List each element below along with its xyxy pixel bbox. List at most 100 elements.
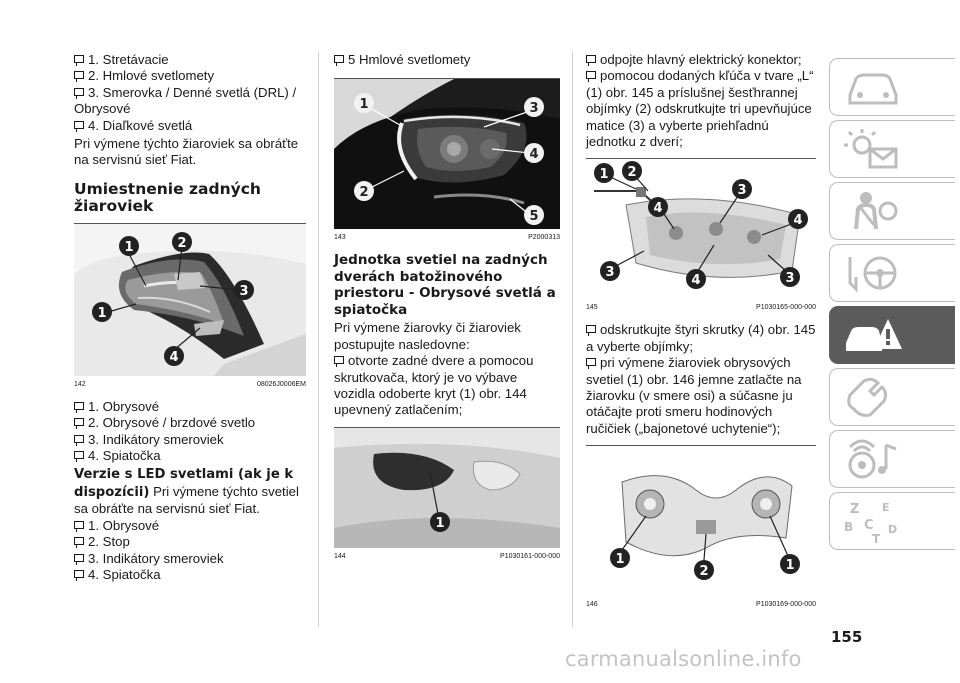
page-number: 155 (831, 628, 863, 646)
column-divider (318, 52, 319, 627)
bulb-bullet-icon (334, 55, 344, 66)
figure-code: P1030165-000-000 (756, 304, 816, 312)
multimedia-music-icon (848, 439, 897, 479)
list-item: 3. Indikátory smeroviek (74, 432, 306, 448)
figure-callouts: 1 2 3 1 4 (92, 231, 254, 366)
figure-142: 1 2 3 1 4 (74, 222, 306, 376)
tab-emergency[interactable] (829, 306, 955, 364)
column-middle: 5 Hmlové svetlomety 1 2 3 4 5 (334, 52, 560, 571)
callout-label: 4 (691, 273, 700, 288)
column-left: 1. Stretávacie 2. Hmlové svetlomety 3. S… (74, 52, 306, 583)
paragraph: Verzie s LED svetlami (ak je k dispozíci… (74, 467, 299, 517)
figure-code: 08026J0006EM (256, 380, 306, 388)
figure-143: 1 2 3 4 5 (334, 78, 560, 230)
section-heading: Jednotka svetiel na zadných dverách bato… (334, 252, 556, 318)
figure-callouts: 1 (430, 511, 450, 532)
paragraph: Pri výmene žiarovky či žiaroviek postupu… (334, 320, 521, 352)
tab-index[interactable]: Z E B C T D (829, 492, 955, 550)
callout-label: 4 (793, 213, 802, 228)
callout-label: 1 (599, 167, 608, 182)
bulb-bullet-icon (74, 55, 84, 66)
list-item: 2. Hmlové svetlomety (74, 68, 306, 84)
tab-warning-lights[interactable] (829, 120, 955, 178)
inline-heading: Verzie s LED svetlami (ak je k dispozíci… (74, 467, 294, 500)
breakdown-triangle-icon (846, 319, 902, 351)
callout-label: 3 (529, 101, 538, 116)
bulb-bullet-icon (74, 451, 84, 463)
bulb-bullet-icon (74, 120, 84, 132)
figure-number: 146 (586, 601, 598, 609)
list-item: 1. Obrysové (74, 518, 306, 534)
figure-code: P1030169-000-000 (756, 601, 816, 609)
tab-multimedia[interactable] (829, 430, 955, 488)
tab-maintenance[interactable] (829, 368, 955, 426)
section-heading: Umiestnenie zadných žiaroviek (74, 179, 261, 215)
callout-label: 2 (627, 165, 636, 180)
figure-number: 142 (74, 380, 86, 388)
list-item: 1. Stretávacie (74, 52, 306, 68)
watermark: carmanualsonline.info (565, 647, 802, 671)
key-steering-wheel-icon (848, 256, 897, 293)
bulb-bullet-icon (74, 401, 84, 413)
list-item: 2. Stop (74, 534, 306, 550)
callout-label: 5 (529, 209, 538, 224)
column-divider (572, 52, 573, 627)
tab-starting-driving[interactable] (829, 244, 955, 302)
index-letter: D (888, 523, 897, 536)
alphabetical-index-icon: Z E B C T D (844, 501, 897, 545)
bulb-bullet-icon (586, 71, 596, 83)
list-item: otvorte zadné dvere a pomocou skrutkovač… (334, 353, 534, 418)
callout-label: 1 (124, 240, 133, 255)
list-item: 3. Indikátory smeroviek (74, 551, 306, 567)
list-item: 4. Spiatočka (74, 567, 306, 583)
callout-label: 4 (529, 147, 538, 162)
index-letter: Z (850, 502, 859, 517)
bulb-bullet-icon (586, 55, 596, 66)
list-item: 1. Obrysové (74, 399, 306, 415)
bulb-bullet-icon (586, 358, 596, 370)
callout-label: 1 (785, 558, 794, 573)
list-item: 4. Spiatočka (74, 448, 306, 464)
figure-caption: 145 P1030165-000-000 (586, 303, 816, 312)
chapter-tabs: Z E B C T D (829, 58, 960, 554)
bulb-bullet-icon (74, 71, 84, 83)
paragraph: Pri výmene týchto žiaroviek sa obráťte n… (74, 136, 299, 168)
figure-number: 145 (586, 304, 598, 312)
index-letter: B (844, 520, 853, 534)
callout-label: 1 (615, 552, 624, 567)
figure-caption: 143 P2000313 (334, 233, 560, 242)
car-dashboard-icon (848, 73, 898, 105)
list-item: 2. Obrysové / brzdové svetlo (74, 415, 306, 431)
rear-lamp-illustration: 1 2 3 1 4 (74, 223, 306, 376)
figure-caption: 146 P1030169-000-000 (586, 600, 816, 609)
list-item: pomocou dodaných kľúča v tvare „L“ (1) o… (586, 68, 814, 150)
bulb-bullet-icon (74, 553, 84, 565)
tab-dashboard[interactable] (829, 58, 955, 116)
list-item: odpojte hlavný elektrický konektor; (586, 52, 816, 68)
figure-144: 1 (334, 426, 560, 548)
figure-code: P2000313 (528, 234, 560, 242)
callout-label: 3 (737, 183, 746, 198)
figure-145: 1 2 3 4 4 3 4 3 (586, 158, 816, 300)
trunk-cover-illustration: 1 (334, 427, 560, 548)
callout-label: 2 (699, 564, 708, 579)
index-letter: E (882, 501, 890, 514)
list-item: 4. Diaľkové svetlá (74, 118, 306, 134)
list-item: odskrutkujte štyri skrutky (4) obr. 145 … (586, 322, 816, 354)
callout-label: 1 (435, 516, 444, 531)
warning-lights-message-icon (844, 129, 898, 169)
wrench-maintenance-icon (847, 377, 888, 417)
bulb-bullet-icon (74, 537, 84, 549)
callout-label: 4 (653, 201, 662, 216)
figure-code: P1030161-000-000 (500, 552, 560, 560)
bulb-bullet-icon (74, 434, 84, 446)
callout-label: 2 (359, 185, 368, 200)
bulb-holder-illustration: 1 2 1 (586, 446, 816, 597)
figure-146: 1 2 1 (586, 445, 816, 597)
figure-callouts: 1 2 1 (610, 548, 800, 581)
bulb-bullet-icon (334, 356, 344, 368)
tab-safety[interactable] (829, 182, 955, 240)
list-item: pri výmene žiaroviek obrysových svetiel … (586, 355, 802, 436)
callout-label: 3 (785, 271, 794, 286)
bulb-bullet-icon (74, 569, 84, 581)
